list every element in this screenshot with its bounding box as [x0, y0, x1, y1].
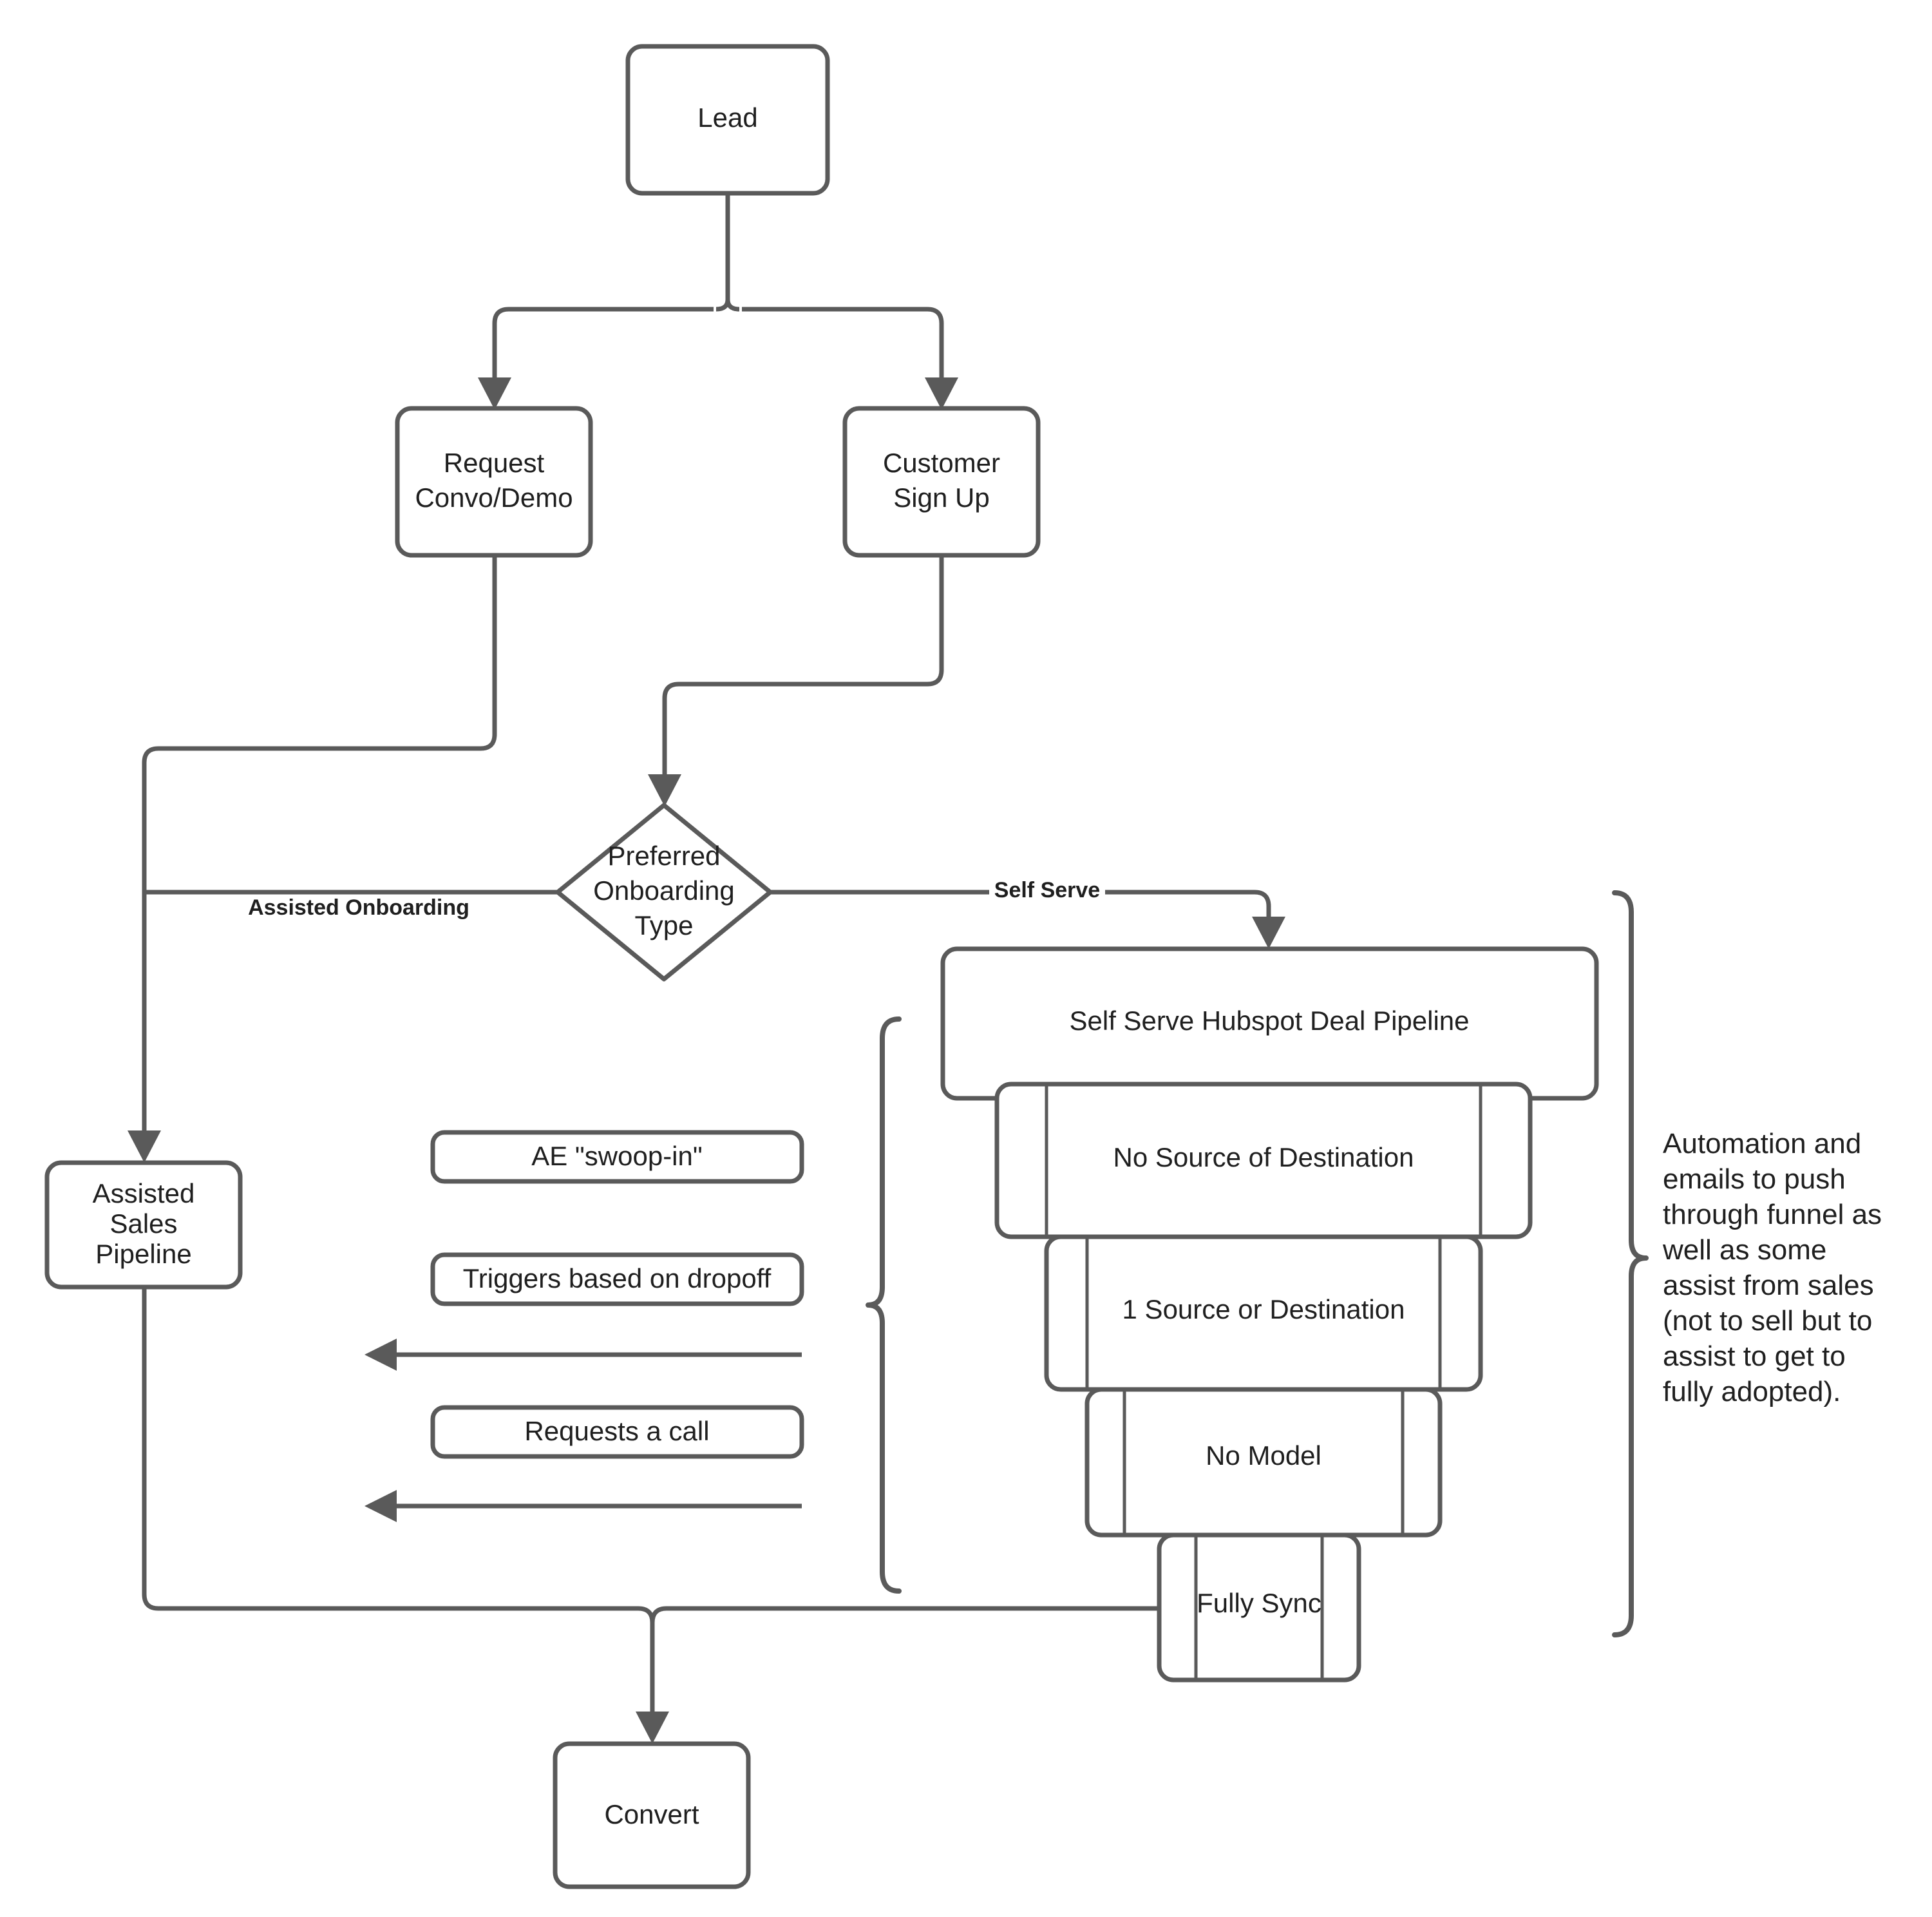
node-assisted-sales-pipeline-label-1: Assisted	[93, 1178, 195, 1208]
node-requests-a-call[interactable]: Requests a call	[430, 1405, 804, 1459]
edge-request-to-rail	[142, 555, 497, 892]
edge-fullysync-to-convert	[650, 1606, 1159, 1623]
node-funnel-stage-1-label: No Source of Destination	[1113, 1142, 1414, 1172]
edge-label-assisted-onboarding: Assisted Onboarding	[248, 895, 469, 920]
arrowhead-requests-call	[365, 1490, 397, 1522]
node-triggers-based-on-dropoff-label: Triggers based on dropoff	[463, 1263, 772, 1293]
annotation-line-1: Automation and	[1663, 1128, 1861, 1159]
node-funnel-stage-no-source-of-destination[interactable]: No Source of Destination	[994, 1082, 1533, 1239]
node-decision-label-3: Type	[634, 910, 693, 940]
annotation-line-4: well as some	[1662, 1234, 1826, 1266]
edge-decision-assisted	[142, 890, 558, 1140]
node-customer-sign-up-label-1: Customer	[883, 448, 1000, 478]
node-customer-sign-up[interactable]: Customer Sign Up	[842, 406, 1041, 558]
node-request-convo-demo[interactable]: Request Convo/Demo	[395, 406, 593, 558]
node-convert-label: Convert	[604, 1799, 699, 1829]
node-decision-label-1: Preferred	[607, 841, 720, 871]
node-customer-sign-up-label-2: Sign Up	[893, 482, 989, 513]
edge-lead-split	[492, 193, 944, 386]
node-funnel-stage-3-label: No Model	[1206, 1440, 1321, 1471]
node-decision-label-2: Onboarding	[593, 875, 735, 906]
node-assisted-sales-pipeline[interactable]: Assisted Sales Pipeline	[44, 1160, 243, 1290]
edge-signup-to-decision	[662, 555, 944, 783]
arrowhead-to-convert	[636, 1712, 669, 1744]
node-funnel-stage-1-source-or-destination[interactable]: 1 Source or Destination	[1044, 1234, 1483, 1392]
node-assisted-sales-pipeline-label-2: Sales	[109, 1208, 177, 1239]
arrowhead-to-request	[478, 377, 511, 410]
node-funnel-stage-2-label: 1 Source or Destination	[1122, 1294, 1405, 1324]
node-request-convo-demo-label-1: Request	[444, 448, 545, 478]
node-assisted-sales-pipeline-label-3: Pipeline	[95, 1239, 191, 1269]
node-funnel-stage-4-label: Fully Sync	[1197, 1588, 1321, 1618]
node-convert[interactable]: Convert	[553, 1741, 751, 1889]
node-funnel-stage-fully-sync[interactable]: Fully Sync	[1157, 1532, 1361, 1683]
annotation-line-6: (not to sell but to	[1663, 1305, 1872, 1337]
edge-label-self-serve: Self Serve	[994, 878, 1100, 902]
annotation-line-7: assist to get to	[1663, 1340, 1846, 1372]
edge-decision-selfserve	[770, 890, 1271, 926]
arrowhead-to-signup	[925, 377, 958, 410]
node-self-serve-hubspot-deal-pipeline[interactable]: Self Serve Hubspot Deal Pipeline	[940, 946, 1599, 1101]
annotation-line-5: assist from sales	[1663, 1270, 1874, 1301]
brace-self-serve-group	[1612, 890, 1649, 1637]
node-lead[interactable]: Lead	[625, 44, 830, 196]
arrowhead-to-assisted-pipeline	[128, 1130, 161, 1163]
node-funnel-stage-no-model[interactable]: No Model	[1084, 1387, 1443, 1538]
node-triggers-based-on-dropoff[interactable]: Triggers based on dropoff	[430, 1252, 804, 1306]
arrowhead-triggers-dropoff	[365, 1339, 397, 1371]
node-self-serve-hubspot-deal-pipeline-label: Self Serve Hubspot Deal Pipeline	[1069, 1006, 1469, 1036]
annotation-automation-note: Automation and emails to push through fu…	[1662, 1128, 1882, 1407]
arrowhead-to-selfserve-pipeline	[1252, 917, 1285, 949]
annotation-line-2: emails to push	[1663, 1163, 1846, 1195]
node-request-convo-demo-label-2: Convo/Demo	[415, 482, 573, 513]
node-requests-a-call-label: Requests a call	[524, 1416, 709, 1446]
node-lead-label: Lead	[697, 102, 757, 133]
node-ae-swoop-in-label: AE "swoop-in"	[531, 1141, 703, 1171]
annotation-line-3: through funnel as	[1663, 1199, 1882, 1230]
annotation-line-8: fully adopted).	[1663, 1376, 1841, 1407]
arrowhead-to-decision	[648, 774, 681, 806]
node-ae-swoop-in[interactable]: AE "swoop-in"	[430, 1130, 804, 1184]
brace-funnel-group	[866, 1016, 902, 1594]
node-preferred-onboarding-type[interactable]: Preferred Onboarding Type	[555, 803, 773, 982]
